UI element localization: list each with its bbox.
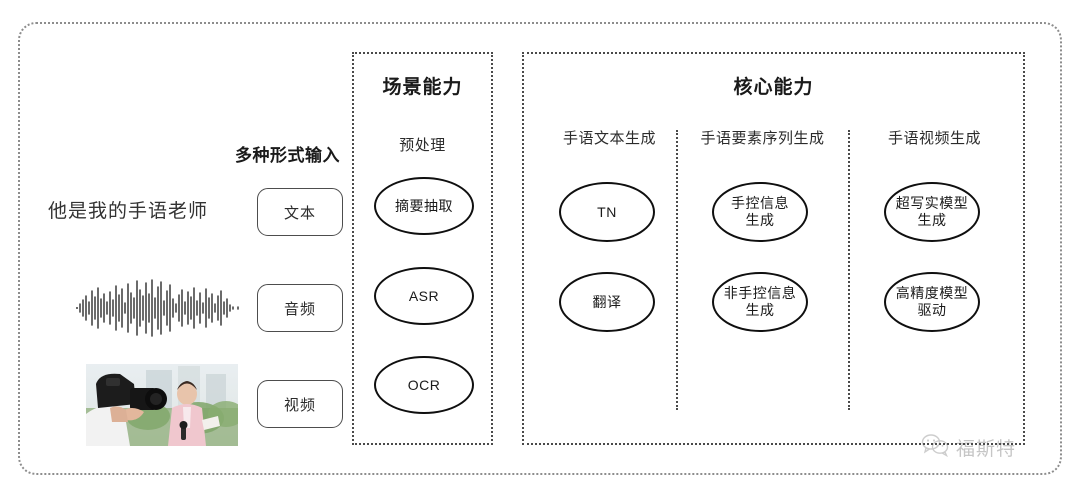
video-thumbnail-icon	[86, 364, 238, 446]
scene-panel-title: 场景能力	[382, 77, 463, 98]
scene-node-ocr[interactable]: OCR	[374, 356, 474, 414]
scene-node-summary-extraction[interactable]: 摘要抽取	[374, 177, 474, 235]
core-column-label-video-generation: 手语视频生成	[887, 130, 981, 147]
core-node-high-precision-model-driving[interactable]: 高精度模型驱动	[884, 272, 980, 332]
core-column-divider-1	[676, 130, 678, 410]
core-node-non-manual-info-generation[interactable]: 非手控信息生成	[712, 272, 808, 332]
core-node-manual-info-generation[interactable]: 手控信息生成	[712, 182, 808, 242]
core-capability-panel: 核心能力 手语文本生成 TN 翻译 手语要素序列生成 手控信息生成 非手控信息生…	[522, 52, 1025, 445]
input-section: 多种形式输入 他是我的手语老师	[30, 40, 343, 450]
outer-frame	[18, 22, 1062, 475]
modality-box-audio[interactable]: 音频	[257, 284, 343, 332]
core-column-divider-2	[848, 130, 850, 410]
core-node-hyperrealistic-model-generation[interactable]: 超写实模型生成	[884, 182, 980, 242]
modality-box-video[interactable]: 视频	[257, 380, 343, 428]
core-node-translation[interactable]: 翻译	[559, 272, 655, 332]
core-column-label-element-sequence: 手语要素序列生成	[700, 130, 825, 147]
input-section-heading: 多种形式输入	[235, 146, 340, 165]
core-column-video-generation: 手语视频生成 超写实模型生成 高精度模型驱动	[851, 127, 1018, 437]
modality-box-text[interactable]: 文本	[257, 188, 343, 236]
core-column-label-text-generation: 手语文本生成	[562, 130, 656, 147]
core-node-tn[interactable]: TN	[559, 182, 655, 242]
watermark: 福斯特	[920, 433, 1016, 462]
scene-node-asr[interactable]: ASR	[374, 267, 474, 325]
core-column-text-generation: 手语文本生成 TN 翻译	[526, 127, 693, 437]
sample-sentence-text: 他是我的手语老师	[48, 201, 209, 222]
watermark-text: 福斯特	[956, 439, 1017, 460]
audio-waveform-icon	[75, 278, 243, 338]
core-column-element-sequence: 手语要素序列生成 手控信息生成 非手控信息生成	[679, 127, 846, 437]
scene-capability-panel: 场景能力 预处理 摘要抽取 ASR OCR	[352, 52, 493, 445]
core-panel-title: 核心能力	[733, 77, 814, 98]
scene-subgroup-label: 预处理	[399, 137, 446, 154]
wechat-icon	[920, 433, 950, 462]
